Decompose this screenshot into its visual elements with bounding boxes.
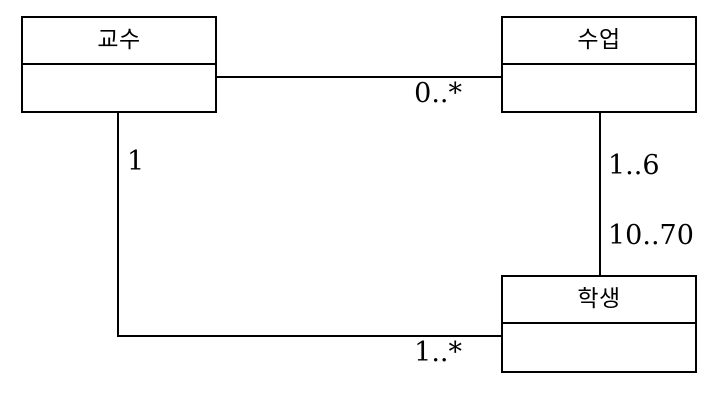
uml-class-lecture[interactable]: 수업	[501, 16, 697, 113]
uml-class-student[interactable]: 학생	[501, 275, 697, 373]
uml-class-student-name: 학생	[503, 277, 695, 324]
multiplicity-professor-to-student-far: 1..*	[414, 337, 462, 368]
multiplicity-lecture-to-student-lower: 10..70	[608, 220, 694, 251]
multiplicity-lecture-to-student-upper: 1..6	[608, 150, 660, 181]
multiplicity-professor-to-student-near: 1	[127, 146, 145, 177]
uml-class-lecture-name: 수업	[503, 18, 695, 65]
uml-class-student-attributes	[503, 324, 695, 371]
uml-class-professor-attributes	[23, 65, 215, 111]
uml-class-professor[interactable]: 교수	[21, 16, 217, 113]
uml-class-lecture-attributes	[503, 65, 695, 111]
multiplicity-professor-to-lecture: 0..*	[414, 78, 462, 109]
uml-class-professor-name: 교수	[23, 18, 215, 65]
association-line-professor-student	[117, 113, 501, 337]
